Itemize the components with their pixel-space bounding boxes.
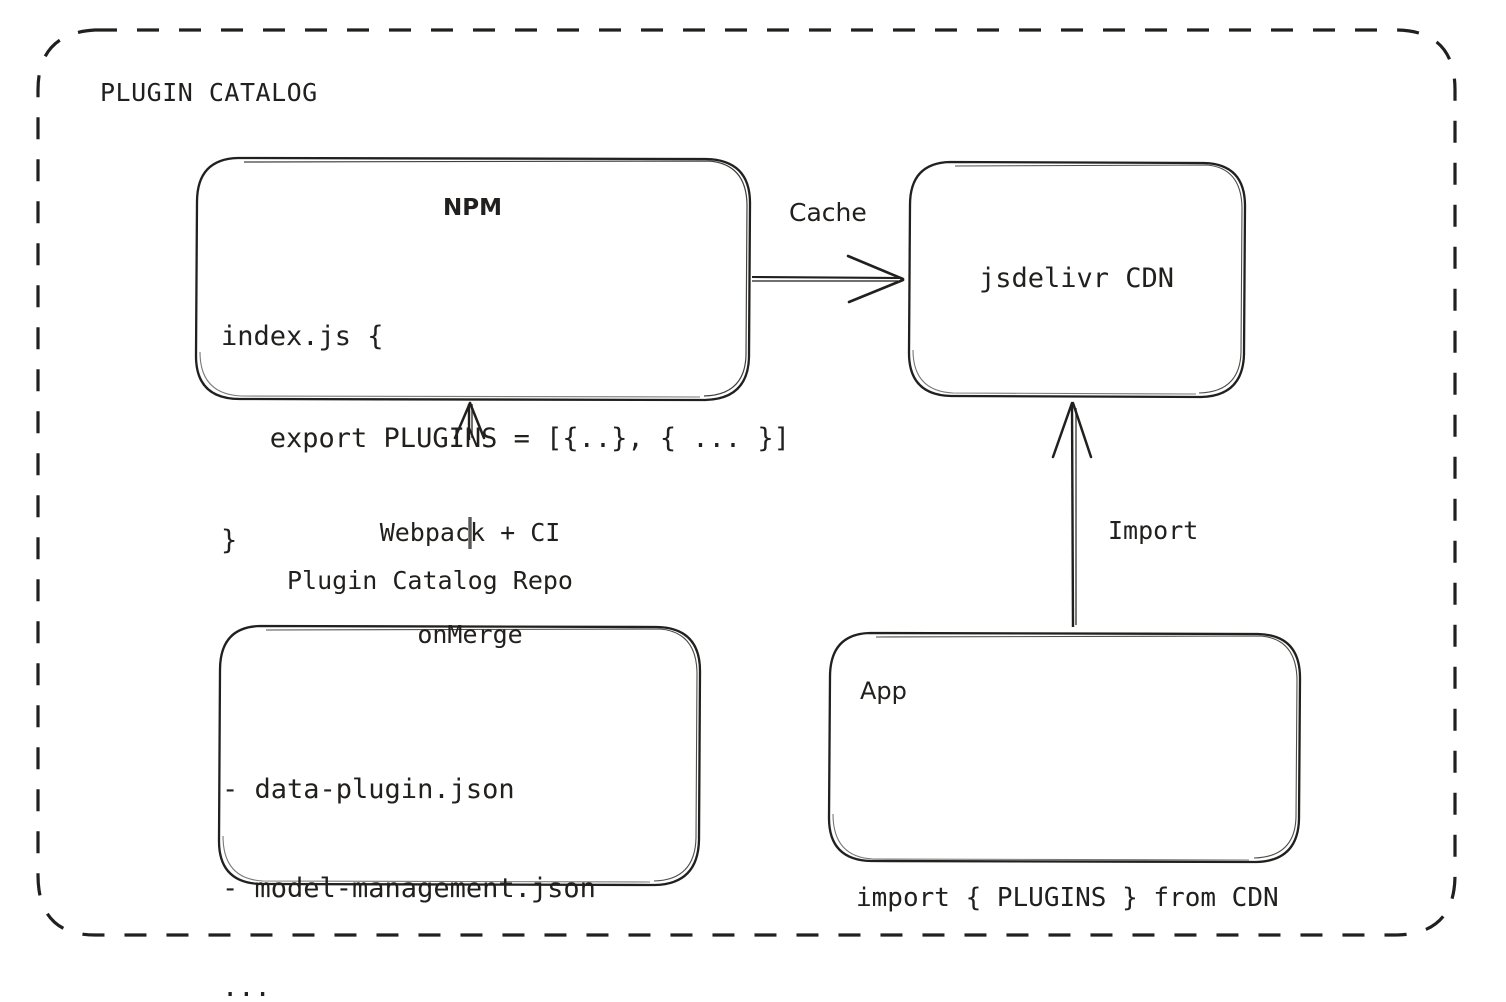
list-item: ... [222, 972, 271, 1002]
group-title: PLUGIN CATALOG [100, 78, 318, 107]
edge-label-webpack: Webpack + CI onMerge [370, 448, 570, 720]
edge-label-cache: Cache [789, 198, 867, 227]
edge-label-import: Import [1108, 516, 1199, 545]
code-line: export PLUGINS = [{..}, { ... }] [221, 423, 790, 454]
list-item: - data-plugin.json [222, 774, 515, 805]
node-cdn-title: jsdelivr CDN [978, 263, 1175, 294]
node-app-code-block: import { PLUGINS } from CDN PLUGINS.forE… [856, 738, 1279, 1002]
edge-label-webpack-line1: Webpack + CI [379, 518, 561, 547]
node-npm-title: NPM [443, 195, 502, 221]
node-repo-list: - data-plugin.json - model-management.js… [222, 707, 596, 1002]
code-line: index.js { [221, 321, 384, 352]
code-line: } [221, 525, 238, 556]
list-item: - model-management.json [222, 873, 596, 904]
edge-label-webpack-line2: onMerge [417, 620, 523, 649]
node-npm-code-block: index.js { export PLUGINS = [{..}, { ...… [221, 252, 790, 626]
code-line: import { PLUGINS } from CDN [856, 883, 1279, 913]
node-app-title: App [860, 677, 907, 705]
node-repo-caption: Plugin Catalog Repo [287, 566, 573, 595]
edge-arrow-import [1051, 401, 1093, 628]
